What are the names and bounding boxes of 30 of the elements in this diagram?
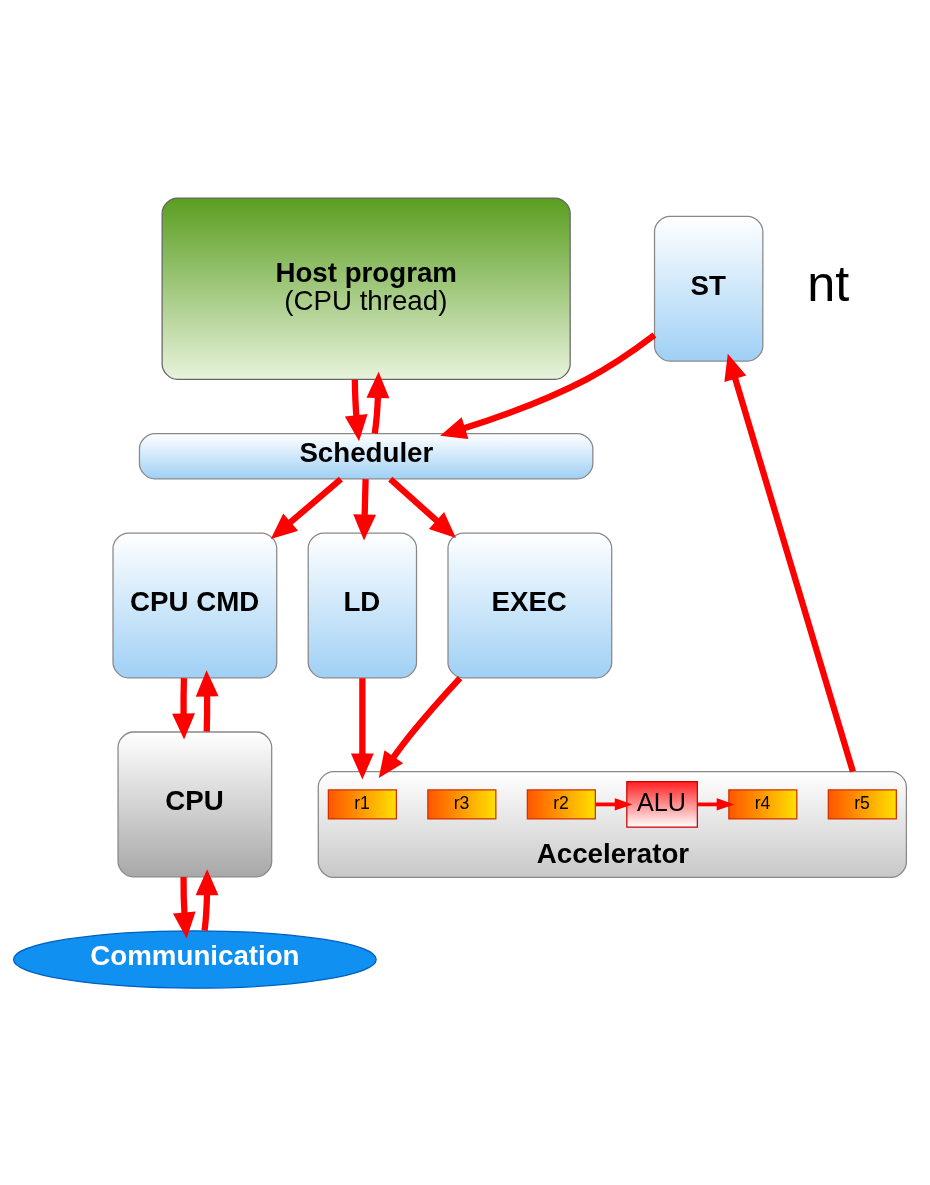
node-box: ALU: [626, 780, 698, 828]
arrow: [378, 675, 463, 778]
arrow: [172, 677, 195, 740]
node-box: CPU: [117, 730, 273, 877]
arrow: [440, 332, 657, 439]
node-box: LD: [307, 531, 418, 678]
node-ellipse: Communication: [12, 929, 377, 989]
node-box: Host program (CPU thread): [161, 196, 571, 380]
arrow: [195, 868, 219, 931]
node-box: r3: [427, 788, 497, 820]
node-box: r2: [526, 788, 596, 820]
node-box: r5: [827, 788, 897, 820]
arrow: [724, 353, 856, 773]
node-box: Scheduler: [138, 432, 594, 479]
arrow: [195, 669, 219, 732]
node-box: EXEC: [447, 531, 613, 678]
label: nt: [807, 254, 850, 312]
node-box: CPU CMD: [112, 531, 278, 678]
arrow: [366, 371, 390, 434]
node-box: r1: [327, 788, 397, 820]
arrow: [344, 379, 368, 441]
node-box: r4: [728, 788, 798, 820]
node-box: ST: [653, 215, 764, 362]
arrow: [595, 797, 633, 811]
arrow: [172, 876, 196, 939]
arrow: [388, 476, 456, 538]
arrow: [353, 478, 377, 541]
arrow: [697, 797, 735, 811]
arrow: [270, 476, 343, 539]
arrow: [350, 677, 374, 780]
